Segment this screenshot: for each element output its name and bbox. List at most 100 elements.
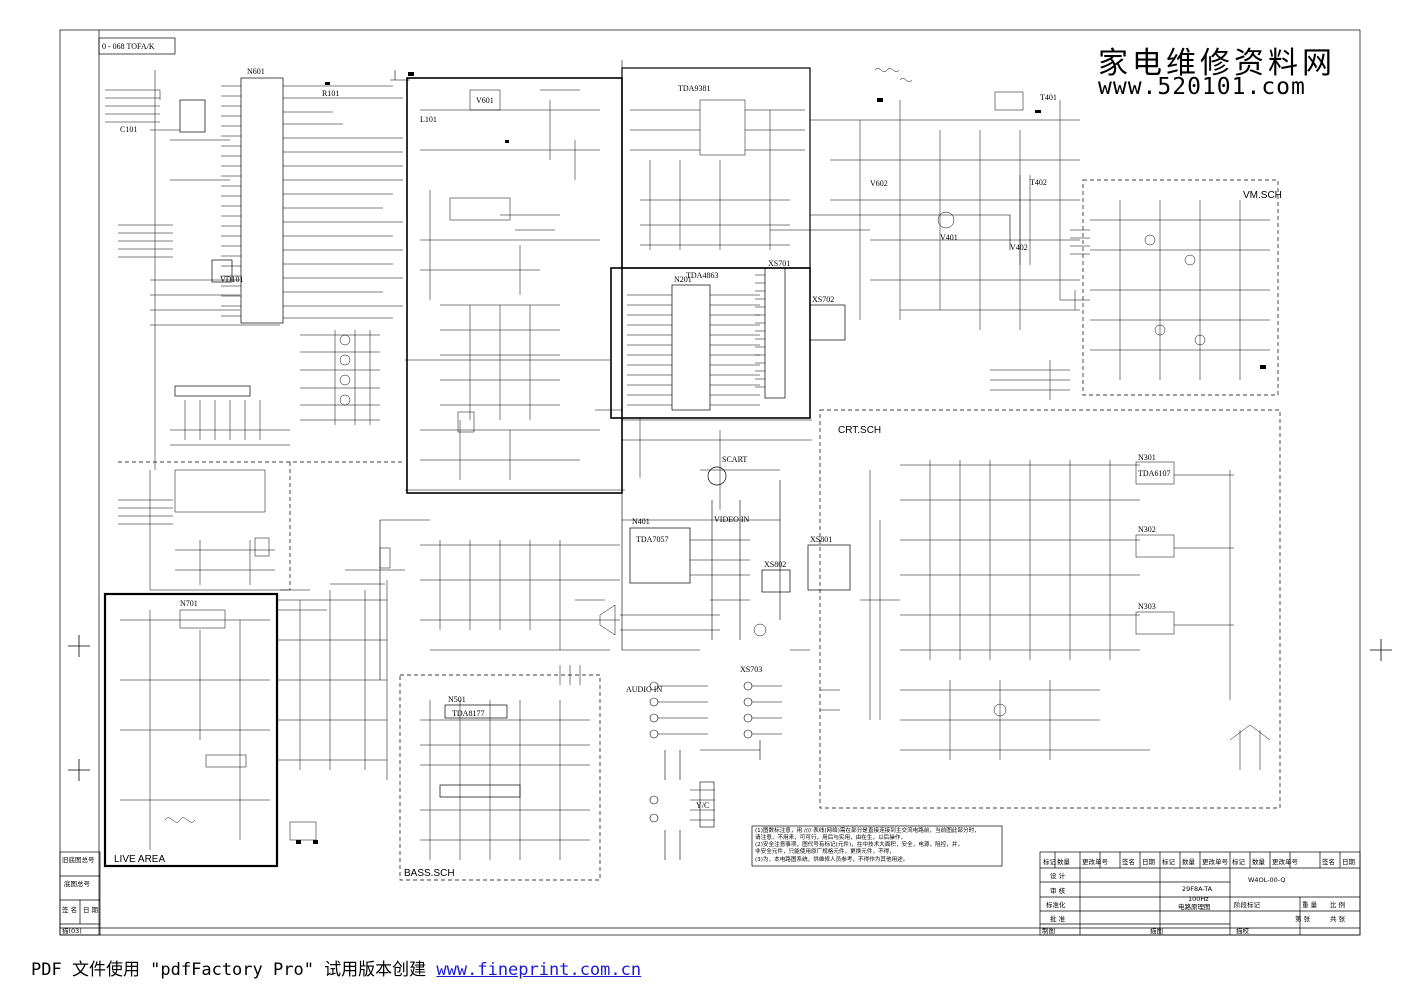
tb-doc-no: W4OL-00-Q [1248, 876, 1286, 884]
av-input-jacks [649, 681, 782, 860]
component-label: N401 [632, 517, 650, 526]
main-chip-N601 [240, 77, 284, 324]
section-label-crt: CRT.SCH [838, 425, 881, 436]
tb-ratio: 比 例 [1330, 900, 1345, 909]
component-label: XS802 [764, 560, 786, 569]
component-label: V602 [870, 179, 888, 188]
tb-header-mark-3: 标记 [1232, 857, 1246, 866]
crt-circuits [860, 460, 1271, 770]
section-label-bass: BASS.SCH [404, 868, 455, 879]
component-label: V402 [1010, 243, 1028, 252]
component-label: XS801 [810, 535, 832, 544]
chip-N201 [671, 284, 711, 411]
tb-header-mark: 标记 [1043, 857, 1057, 866]
av-lower-wires [622, 418, 812, 510]
tb-header-qty: 数量 [1057, 857, 1071, 866]
component-label: N303 [1138, 602, 1156, 611]
note-line-3: (2)安全注意事项，图代号有标记(元件)，在中技术大面积，安全，电源，阻控，并， [755, 840, 963, 848]
tb-sheet: 第 张 [1295, 914, 1311, 923]
component-label: N301 [1138, 453, 1156, 462]
component-label: VD101 [220, 275, 244, 284]
section-label-live-area: LIVE AREA [114, 854, 165, 865]
tb-header-date: 日期 [1142, 858, 1156, 866]
tb-weight: 重 量 [1302, 901, 1318, 909]
page-frame [59, 29, 1361, 936]
component-label: T401 [1040, 93, 1057, 102]
component-label: L101 [420, 115, 437, 124]
component-label: TDA9381 [678, 84, 710, 93]
connector-XS702 [809, 304, 846, 341]
chip-N101 [179, 99, 206, 133]
power-supply [277, 547, 405, 780]
watermark-cn: 家电维修资料网 [1098, 46, 1336, 81]
tb-bottom-draw: 制图 [1042, 926, 1055, 935]
connector-XS701 [764, 267, 786, 399]
vm-section-box [1082, 179, 1279, 396]
footer-prefix: PDF 文件使用 "pdfFactory Pro" 试用版本创建 [31, 960, 437, 980]
section-dash-left [118, 461, 405, 590]
component-label: V601 [476, 96, 494, 105]
av-jack [707, 466, 727, 486]
component-label: XS701 [768, 259, 790, 268]
tb-design: 设 计 [1050, 871, 1066, 880]
component-label: Y/C [696, 801, 709, 810]
vm-circuits [1070, 200, 1270, 380]
lower-left-block [149, 400, 290, 591]
component-label: XS703 [740, 665, 762, 674]
tb-approve: 批 准 [1050, 914, 1066, 923]
tb-std: 标准化 [1046, 900, 1066, 909]
transistor-array-left [300, 330, 380, 425]
tuner-if-circuits [420, 89, 600, 480]
component-label: N701 [180, 599, 198, 608]
note-line-5: (3)为，本电路图系统，供维修人员参考，不得作为其他用途。 [755, 855, 908, 863]
live-area-box [103, 592, 279, 868]
tuner-thick-frame [406, 77, 623, 494]
tb-check: 审 核 [1050, 886, 1066, 895]
tb-header-change-3: 更改单号 [1272, 857, 1299, 866]
note-line-4: 非安全元件，只能使用原厂规格元件，更换元件，不得， [755, 847, 895, 855]
component-label: N601 [247, 67, 265, 76]
component-label: TDA7057 [636, 535, 668, 544]
chip-N103 [211, 259, 233, 283]
tb-header-qty-3: 数量 [1252, 857, 1266, 866]
component-label: TDA8177 [452, 709, 484, 718]
watermark-url: www.520101.com [1098, 74, 1306, 100]
small-marks [296, 72, 1266, 844]
connector-XS701-pins [755, 274, 765, 388]
registration-marks [68, 635, 1392, 781]
component-label: V401 [940, 233, 958, 242]
connector-XS802 [761, 569, 791, 593]
title-block-lines [59, 851, 1361, 936]
component-label: TDA6107 [1138, 469, 1170, 478]
tb-header-sign: 签名 [1122, 857, 1135, 866]
component-label: AUDIO IN [626, 685, 662, 694]
crt-section-box [819, 409, 1281, 809]
component-label: C101 [120, 125, 137, 134]
pdf-footer: PDF 文件使用 "pdfFactory Pro" 试用版本创建 www.fin… [31, 955, 641, 980]
interconnect-wires [379, 60, 1011, 760]
av-thick-frame [610, 267, 811, 419]
left-connector-stubs [105, 70, 280, 525]
footer-link[interactable]: www.fineprint.com.cn [436, 960, 642, 980]
component-label: N501 [448, 695, 466, 704]
note-line-2: 请注意，不用来，可可行，用后与实用，由在生，以后操作， [755, 833, 906, 841]
note-line-1: (1)图数标注意，用 //// 表线(网络)需在部分是直接连接到主交流电路前，当… [755, 826, 980, 834]
chip-N102 [174, 385, 251, 397]
component-label: T402 [1030, 178, 1047, 187]
tb-bottom-by: 描校 [1236, 926, 1250, 935]
tb-stage: 阶段标记 [1234, 900, 1261, 909]
tb-model: 29F8A-TA [1182, 885, 1213, 893]
tb-left-date: 日 期 [83, 906, 99, 914]
connector-XS801 [807, 544, 851, 591]
tb-bottom-trace: 描图 [1150, 926, 1163, 935]
audio-circuits [405, 489, 767, 651]
tb-header-date-3: 日期 [1342, 858, 1356, 866]
header-tag: 0 - 068 TOFA/K [102, 42, 155, 51]
tb-header-sign-3: 签名 [1322, 857, 1335, 866]
bass-section-box [399, 674, 601, 881]
component-label: N201 [674, 275, 692, 284]
tb-sub2: 电路原理图 [1178, 902, 1211, 911]
tb-header-mark-2: 标记 [1162, 857, 1176, 866]
horizontal-output [810, 68, 1090, 400]
